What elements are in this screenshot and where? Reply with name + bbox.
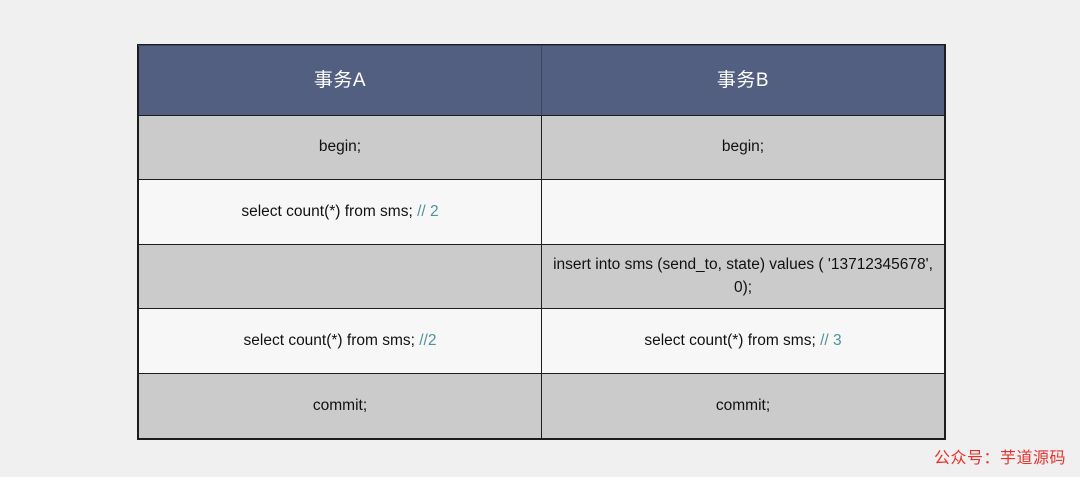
column-header-transaction-b: 事务B bbox=[541, 45, 945, 116]
table-header: 事务A 事务B bbox=[138, 45, 945, 116]
column-header-transaction-a: 事务A bbox=[138, 45, 542, 116]
sql-comment: //2 bbox=[419, 331, 437, 349]
sql-statement: commit; bbox=[715, 396, 771, 414]
table-row: select count(*) from sms; //2 select cou… bbox=[138, 308, 945, 374]
sql-statement: insert into sms (send_to, state) values … bbox=[553, 256, 933, 296]
watermark-credit: 公众号：芋道源码 bbox=[933, 450, 1066, 467]
table-header-row: 事务A 事务B bbox=[138, 45, 945, 116]
cell-b-commit: commit; bbox=[541, 373, 945, 439]
table-row: insert into sms (send_to, state) values … bbox=[138, 244, 945, 309]
sql-statement: select count(*) from sms; bbox=[243, 331, 420, 349]
sql-comment: // 2 bbox=[417, 202, 439, 220]
table-body: begin; begin; select count(*) from sms; … bbox=[138, 115, 945, 439]
table-row: begin; begin; bbox=[138, 115, 945, 180]
cell-b-begin: begin; bbox=[541, 115, 945, 180]
sql-statement: commit; bbox=[312, 396, 368, 414]
sql-statement: select count(*) from sms; bbox=[644, 331, 821, 349]
cell-a-commit: commit; bbox=[138, 373, 542, 439]
cell-a-select-second: select count(*) from sms; //2 bbox=[138, 308, 542, 374]
sql-statement: begin; bbox=[721, 138, 765, 156]
cell-a-begin: begin; bbox=[138, 115, 542, 180]
cell-a-insert-empty bbox=[138, 244, 542, 309]
sql-comment: // 3 bbox=[820, 331, 842, 349]
transaction-comparison-table: 事务A 事务B begin; begin; select count(*) fr… bbox=[138, 45, 945, 439]
table-row: commit; commit; bbox=[138, 373, 945, 439]
cell-b-select-second: select count(*) from sms; // 3 bbox=[541, 308, 945, 374]
cell-b-select-first-empty bbox=[541, 179, 945, 245]
cell-a-select-first: select count(*) from sms; // 2 bbox=[138, 179, 542, 245]
table-row: select count(*) from sms; // 2 bbox=[138, 179, 945, 245]
cell-b-insert: insert into sms (send_to, state) values … bbox=[541, 244, 945, 309]
sql-statement: select count(*) from sms; bbox=[241, 202, 418, 220]
sql-statement: begin; bbox=[318, 138, 362, 156]
